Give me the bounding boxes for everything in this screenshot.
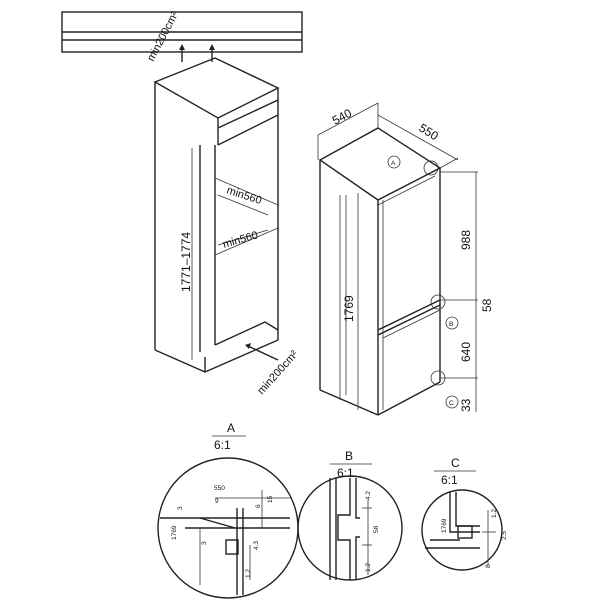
vent-arrow-bottom-head [245,343,251,349]
upper-depth-dim [217,194,269,216]
detail-c-circle [430,370,446,386]
detail-c-1769: 1769 [441,518,448,533]
ventilation-top-label: min200cm² [145,9,181,63]
lower-height-label: 640 [459,342,473,362]
appliance-outline [318,127,442,416]
detail-a-circle [423,160,439,176]
detail-a-letter: A [227,421,235,435]
lower-depth-label: min560 [222,229,260,250]
cabinet-height-label: 1771–1774 [179,232,193,292]
detail-b-drawing [329,478,372,580]
detail-b-circle [430,294,446,310]
upper-depth-label: min560 [225,184,263,207]
detail-c-25: 2.5 [501,531,508,540]
upper-height-label: 988 [459,230,473,250]
detail-a-1769: 1769 [171,525,178,540]
detail-b-letter: B [345,449,353,463]
cabinet-outline [153,57,280,373]
marker-a-circle [387,155,401,169]
detail-b-58: 58 [373,525,380,533]
detail-c-letter: C [451,456,460,470]
marker-b-circle [445,316,459,330]
marker-c-letter: C [449,400,454,407]
depth-ext [439,157,459,169]
base-label: 33 [459,398,473,412]
lower-depth-dim [217,229,269,246]
vent-arrow-head-1 [179,44,185,50]
detail-a-3b: 3 [201,541,208,545]
detail-c-scale: 6:1 [441,473,458,487]
detail-c-8: 8 [485,564,492,568]
gap-label: 58 [480,298,494,312]
detail-b-42: 4.2 [365,491,372,500]
ventilation-bottom-label: min200cm² [255,348,301,397]
detail-a-drawing [160,490,290,595]
marker-c-circle [445,395,459,409]
detail-b-12: 1.2 [365,563,372,572]
appliance-height-label: 1769 [342,295,356,322]
detail-a-9: 9 [215,498,219,505]
vent-arrow-bottom [247,345,279,361]
detail-a-scale: 6:1 [214,438,231,452]
detail-a-43: 4.3 [253,541,260,550]
detail-a-15: 15 [267,495,274,503]
detail-c-circle-frame [421,489,503,571]
vent-arrow-head-2 [209,44,215,50]
detail-a-550: 550 [214,485,225,492]
appliance-width-dim [317,102,379,136]
appliance-width-label: 540 [330,106,355,128]
appliance-depth-label: 550 [416,121,441,144]
detail-c-12: 1.2 [491,509,498,518]
detail-a-3a: 3 [177,506,184,510]
marker-b-letter: B [449,321,453,328]
detail-a-12: 1.2 [245,569,252,578]
detail-c-drawing [425,492,496,565]
detail-b-scale: 6:1 [337,466,354,480]
marker-a-letter: A [391,160,396,167]
appliance-depth-dim [377,114,459,161]
detail-a-6: 6 [255,504,262,508]
